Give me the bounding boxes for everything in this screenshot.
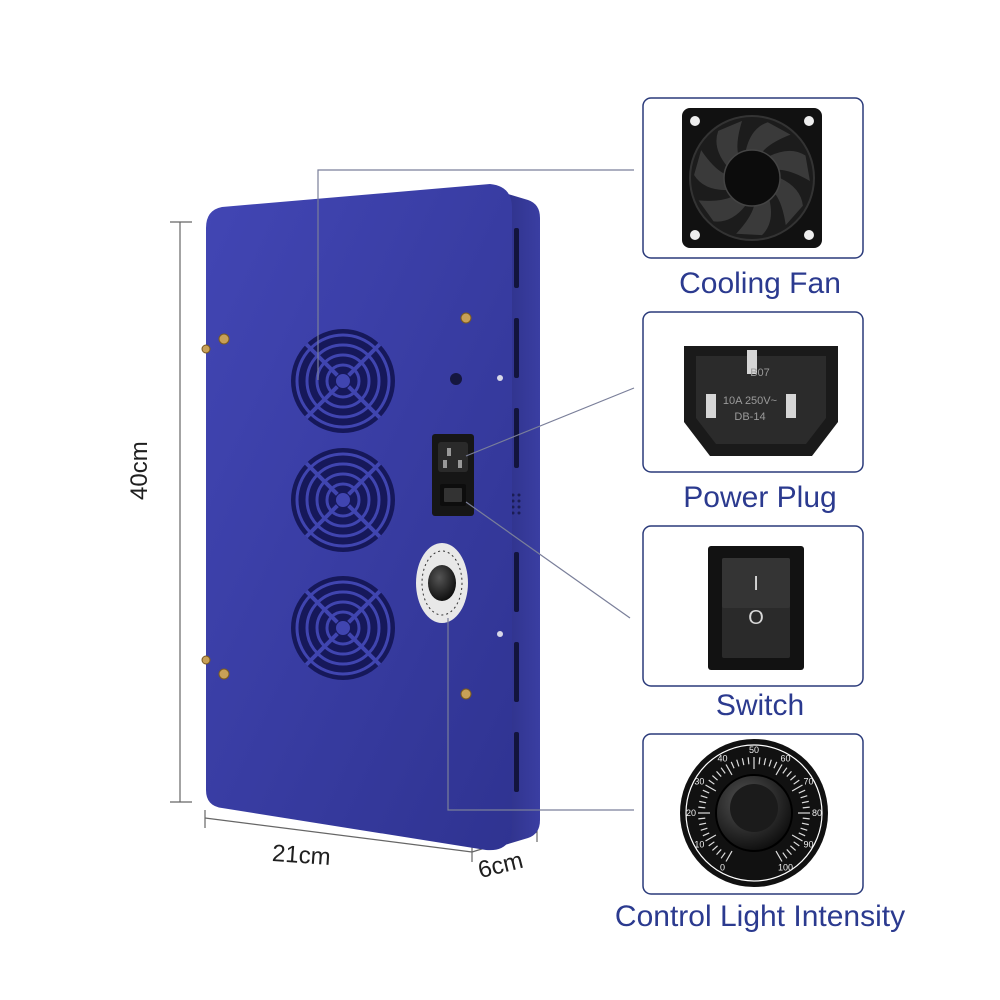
height-dimension [170, 221, 192, 803]
dial-number: 20 [686, 808, 696, 818]
dial-tick [725, 850, 733, 862]
control-light-intensity-label: Control Light Intensity [614, 900, 906, 933]
fan-grille [291, 329, 395, 433]
dial-number: 90 [804, 840, 814, 850]
dial-tick [747, 757, 750, 765]
leader-lines [317, 169, 635, 811]
power-plug-image: B07 10A 250V~ DB-14 [642, 311, 864, 473]
dial-tick [736, 759, 740, 767]
dial-number: 70 [804, 777, 814, 787]
fan-blade [745, 122, 791, 152]
switch-image: I O [642, 525, 864, 687]
dial-tick [716, 849, 722, 856]
dial-tick [705, 834, 717, 842]
dial-tick [758, 757, 761, 765]
fan-blade [736, 199, 772, 236]
dial-tick [725, 764, 733, 776]
dial-tick [700, 827, 708, 831]
switch-off-symbol: O [748, 607, 764, 629]
dial-number: 0 [720, 863, 725, 873]
dial-tick [791, 834, 803, 842]
dial-tick [802, 806, 810, 809]
dial-tick [775, 850, 783, 862]
vent-dots [511, 493, 521, 515]
dial-tick [786, 849, 792, 856]
plug-type-text: DB-14 [734, 411, 765, 423]
side-screw-top [497, 375, 503, 381]
dial-number: 100 [778, 863, 793, 873]
dial-tick [793, 841, 800, 847]
dial-tick [786, 770, 792, 777]
mounting-screws [201, 312, 472, 700]
fan-blade [775, 178, 803, 226]
dial-tick [711, 845, 718, 851]
dial-tick [768, 759, 772, 767]
dial-tick [708, 779, 715, 785]
width-label: 21cm [271, 839, 332, 872]
power-plug-label: Power Plug [683, 481, 837, 514]
dial-number: 60 [780, 753, 790, 763]
indicator-hole [450, 373, 462, 385]
dial-tick [802, 817, 810, 820]
height-label: 40cm [126, 441, 153, 500]
dial-tick [763, 758, 767, 766]
dial-tick [699, 822, 707, 826]
panel-dial [416, 543, 468, 623]
dial-tick [791, 784, 803, 792]
dial-tick [798, 832, 806, 837]
dial-tick [798, 789, 806, 794]
dial-tick [800, 795, 808, 799]
panel-power-socket [432, 434, 474, 516]
fan-grilles [291, 329, 395, 680]
dial-number: 10 [694, 840, 704, 850]
fan-blade [769, 150, 810, 182]
fan-blade [694, 150, 727, 191]
dial-tick [782, 767, 788, 774]
dial-image: 0 10 20 30 40 50 60 70 80 90 100 [642, 733, 864, 895]
dial-tick [700, 795, 708, 799]
dial-tick [775, 764, 783, 776]
dial-number: 80 [812, 808, 822, 818]
cooling-fan-label: Cooling Fan [679, 267, 841, 300]
dial-tick [773, 761, 778, 769]
dial-tick [702, 789, 710, 794]
dial-number: 30 [694, 777, 704, 787]
dial-tick [699, 800, 707, 804]
dial-tick [711, 775, 718, 781]
dial-tick [741, 758, 745, 766]
cooling-fan-image [642, 97, 864, 259]
dial-tick [790, 775, 797, 781]
switch-on-symbol: I [753, 573, 759, 595]
dial-tick [720, 767, 726, 774]
dial-number: 40 [717, 753, 727, 763]
fan-blade [698, 197, 746, 222]
dial-tick [793, 779, 800, 785]
dial-tick [801, 822, 809, 826]
dial-tick [801, 800, 809, 804]
fan-grille [291, 448, 395, 552]
dial-tick [790, 845, 797, 851]
dial-tick [702, 832, 710, 837]
dial-tick [708, 841, 715, 847]
switch-label: Switch [715, 689, 805, 722]
plug-model-text: B07 [750, 367, 770, 379]
dial-tick [698, 817, 706, 820]
plug-rating-text: 10A 250V~ [723, 395, 777, 407]
dial-tick [705, 784, 717, 792]
dial-tick [698, 806, 706, 809]
dial-number: 50 [749, 745, 759, 755]
dial-tick [716, 770, 722, 777]
dial-tick [800, 827, 808, 831]
side-vents [514, 228, 519, 792]
fan-grille [291, 576, 395, 680]
dial-tick [730, 761, 735, 769]
side-screw-bottom [497, 631, 503, 637]
dial-tick [782, 852, 788, 859]
dial-tick [720, 852, 726, 859]
